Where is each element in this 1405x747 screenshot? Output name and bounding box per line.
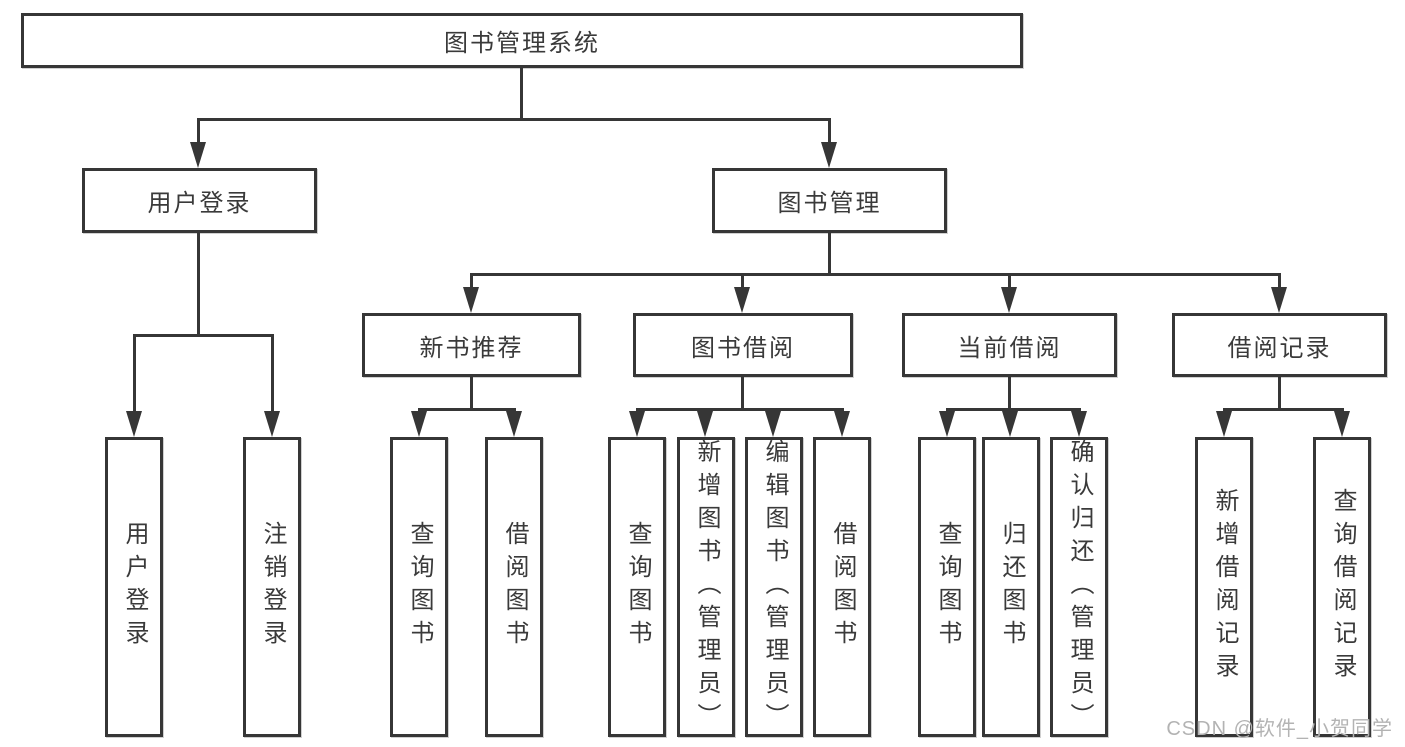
arrowhead-query-book-2 [629,411,645,437]
connector-user-login-bus [133,334,274,337]
connector-borrow-records-bus [1223,408,1344,411]
arrowhead-new-book-recommend [463,287,479,313]
arrowhead-book-borrow [734,287,750,313]
leaf-query-book-2-label: 查询图书 [624,521,651,653]
node-new-book-recommend-label: 新书推荐 [419,334,524,362]
arrowhead-borrow-records [1271,287,1287,313]
arrowhead-query-borrow-record [1334,411,1350,437]
connector-drop-user-login [197,118,200,146]
leaf-borrow-book-1: 借阅图书 [485,437,543,737]
leaf-edit-book-admin-label: 编辑图书（管理员） [761,438,788,736]
node-book-management: 图书管理 [712,168,947,233]
arrowhead-edit-book-admin [765,411,781,437]
leaf-confirm-return-admin: 确认归还（管理员） [1050,437,1108,737]
leaf-query-borrow-record: 查询借阅记录 [1313,437,1371,737]
leaf-user-login: 用户登录 [105,437,163,737]
node-borrow-records: 借阅记录 [1172,313,1387,377]
connector-drop-book-borrow [741,273,744,290]
leaf-borrow-book-2: 借阅图书 [813,437,871,737]
leaf-borrow-book-1-label: 借阅图书 [501,521,528,653]
arrowhead-return-book [1002,411,1018,437]
arrowhead-borrow-book-2 [834,411,850,437]
arrowhead-confirm-return [1071,411,1087,437]
connector-drop-book-management [828,118,831,146]
node-current-borrow: 当前借阅 [902,313,1117,377]
arrowhead-query-book-3 [939,411,955,437]
connector-drop-borrow-records [1278,273,1281,290]
arrowhead-add-book-admin [697,411,713,437]
arrowhead-borrow-book-1 [506,411,522,437]
connector-current-borrow-bus [946,408,1081,411]
connector-user-login-stem [197,233,200,337]
connector-borrow-records-stem [1278,377,1281,411]
leaf-return-book: 归还图书 [982,437,1040,737]
connector-book-borrow-bus [636,408,844,411]
leaf-user-login-label: 用户登录 [121,521,148,653]
node-book-borrow: 图书借阅 [633,313,853,377]
csdn-watermark: CSDN @软件_小贺同学 [1166,718,1393,740]
node-book-borrow-label: 图书借阅 [691,334,795,362]
connector-root-stem [520,68,523,120]
node-root-label: 图书管理系统 [444,30,600,57]
leaf-query-borrow-record-label: 查询借阅记录 [1329,488,1356,686]
connector-drop-new-book-recommend [470,273,473,290]
leaf-logout: 注销登录 [243,437,301,737]
arrowhead-leaf-user-login [126,411,142,437]
leaf-query-book-1-label: 查询图书 [406,521,433,653]
leaf-confirm-return-admin-label: 确认归还（管理员） [1066,438,1093,736]
arrowhead-user-login [190,142,206,168]
leaf-add-book-admin: 新增图书（管理员） [677,437,735,737]
leaf-borrow-book-2-label: 借阅图书 [829,521,856,653]
leaf-query-book-3-label: 查询图书 [934,521,961,653]
node-borrow-records-label: 借阅记录 [1227,334,1332,362]
arrowhead-query-book-1 [411,411,427,437]
connector-drop-leaf-user-login [133,334,136,413]
connector-new-book-recommend-bus [418,408,516,411]
arrowhead-add-borrow-record [1216,411,1232,437]
connector-book-management-stem [828,233,831,275]
leaf-logout-label: 注销登录 [259,521,286,653]
connector-drop-leaf-logout [271,334,274,413]
leaf-edit-book-admin: 编辑图书（管理员） [745,437,803,737]
leaf-add-borrow-record: 新增借阅记录 [1195,437,1253,737]
leaf-return-book-label: 归还图书 [998,521,1025,653]
connector-current-borrow-stem [1008,377,1011,411]
node-book-management-label: 图书管理 [777,190,882,217]
connector-drop-current-borrow [1008,273,1011,290]
connector-level3-bus [470,273,1281,276]
arrowhead-book-management [821,142,837,168]
node-current-borrow-label: 当前借阅 [957,334,1062,362]
node-user-login-label: 用户登录 [147,190,252,217]
leaf-query-book-3: 查询图书 [918,437,976,737]
arrowhead-current-borrow [1001,287,1017,313]
connector-book-borrow-stem [741,377,744,411]
connector-root-bus [198,118,831,121]
leaf-add-borrow-record-label: 新增借阅记录 [1211,488,1238,686]
connector-new-book-recommend-stem [470,377,473,411]
leaf-add-book-admin-label: 新增图书（管理员） [693,438,720,736]
node-user-login: 用户登录 [82,168,317,233]
node-new-book-recommend: 新书推荐 [362,313,581,377]
arrowhead-leaf-logout [264,411,280,437]
leaf-query-book-1: 查询图书 [390,437,448,737]
node-root: 图书管理系统 [21,13,1023,68]
leaf-query-book-2: 查询图书 [608,437,666,737]
